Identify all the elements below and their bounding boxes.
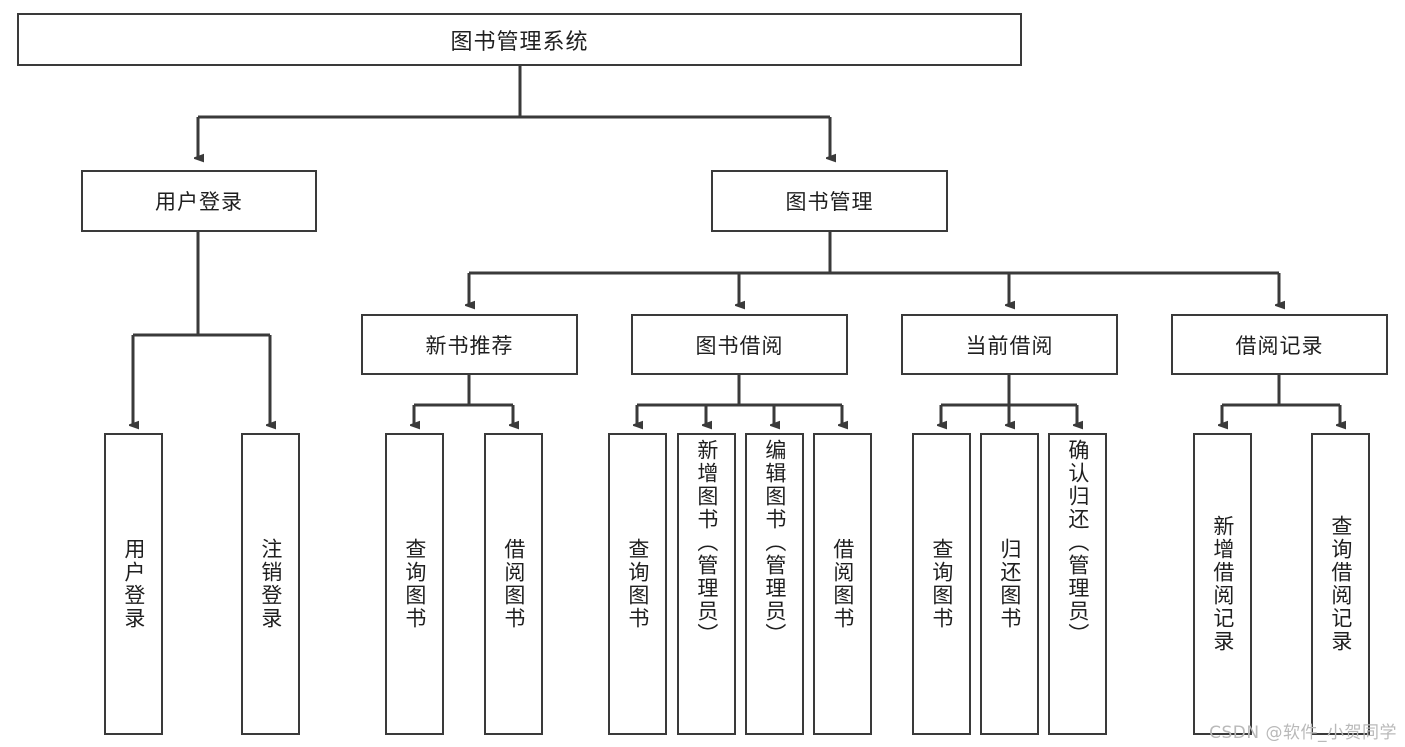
leaf-text-wrap: 借阅图书 (815, 435, 870, 733)
leaf-current-confirm-return-admin-label: 确认归还（管理员） (1065, 439, 1090, 646)
leaf-borrow-query-book[interactable]: 查询图书 (608, 433, 667, 735)
leaf-borrow-edit-book-admin-label: 编辑图书（管理员） (762, 439, 787, 646)
node-root-system[interactable]: 图书管理系统 (17, 13, 1022, 66)
node-user-login-label: 用户登录 (155, 190, 243, 214)
leaf-borrow-add-book-admin[interactable]: 新增图书（管理员） (677, 433, 736, 735)
leaf-borrow-borrow-book-label: 借阅图书 (830, 538, 855, 630)
leaf-text-wrap: 注销登录 (243, 435, 298, 733)
node-borrow-record[interactable]: 借阅记录 (1171, 314, 1388, 375)
watermark-label: CSDN @软件_小贺同学 (1209, 723, 1397, 743)
leaf-text-wrap: 新增借阅记录 (1195, 435, 1250, 733)
leaf-text-wrap: 用户登录 (106, 435, 161, 733)
leaf-current-return-book-label: 归还图书 (997, 538, 1022, 630)
node-new-book-recommend[interactable]: 新书推荐 (361, 314, 578, 375)
leaf-borrow-edit-book-admin[interactable]: 编辑图书（管理员） (745, 433, 804, 735)
leaf-current-return-book[interactable]: 归还图书 (980, 433, 1039, 735)
node-book-management-label: 图书管理 (785, 190, 874, 214)
leaf-current-query-book[interactable]: 查询图书 (912, 433, 971, 735)
node-book-management[interactable]: 图书管理 (711, 170, 948, 232)
leaf-record-add-record-label: 新增借阅记录 (1210, 515, 1235, 653)
leaf-borrow-add-book-admin-label: 新增图书（管理员） (694, 439, 719, 646)
leaf-borrow-query-book-label: 查询图书 (625, 538, 650, 630)
leaf-record-add-record[interactable]: 新增借阅记录 (1193, 433, 1252, 735)
node-user-login[interactable]: 用户登录 (81, 170, 317, 232)
node-new-book-recommend-label: 新书推荐 (425, 333, 514, 358)
leaf-text-wrap: 归还图书 (982, 435, 1037, 733)
leaf-recommend-borrow-book[interactable]: 借阅图书 (484, 433, 543, 735)
leaf-text-wrap: 新增图书（管理员） (679, 435, 734, 737)
node-current-borrow[interactable]: 当前借阅 (901, 314, 1118, 375)
node-book-borrow[interactable]: 图书借阅 (631, 314, 848, 375)
leaf-user-login-signin[interactable]: 用户登录 (104, 433, 163, 735)
leaf-user-login-signout-label: 注销登录 (258, 538, 283, 630)
leaf-text-wrap: 查询图书 (610, 435, 665, 733)
leaf-current-query-book-label: 查询图书 (929, 538, 954, 630)
leaf-recommend-query-book[interactable]: 查询图书 (385, 433, 444, 735)
node-borrow-record-label: 借阅记录 (1235, 333, 1324, 358)
leaf-text-wrap: 确认归还（管理员） (1050, 435, 1105, 737)
leaf-record-query-record[interactable]: 查询借阅记录 (1311, 433, 1370, 735)
leaf-user-login-signin-label: 用户登录 (121, 538, 146, 630)
leaf-text-wrap: 查询图书 (914, 435, 969, 733)
leaf-recommend-borrow-book-label: 借阅图书 (501, 538, 526, 630)
node-book-borrow-label: 图书借阅 (695, 333, 784, 358)
node-root-system-label: 图书管理系统 (450, 29, 589, 55)
leaf-borrow-borrow-book[interactable]: 借阅图书 (813, 433, 872, 735)
leaf-record-query-record-label: 查询借阅记录 (1328, 515, 1353, 653)
leaf-text-wrap: 查询图书 (387, 435, 442, 733)
leaf-current-confirm-return-admin[interactable]: 确认归还（管理员） (1048, 433, 1107, 735)
leaf-text-wrap: 借阅图书 (486, 435, 541, 733)
leaf-text-wrap: 编辑图书（管理员） (747, 435, 802, 737)
leaf-recommend-query-book-label: 查询图书 (402, 538, 427, 630)
leaf-user-login-signout[interactable]: 注销登录 (241, 433, 300, 735)
leaf-text-wrap: 查询借阅记录 (1313, 435, 1368, 733)
node-current-borrow-label: 当前借阅 (965, 333, 1054, 358)
